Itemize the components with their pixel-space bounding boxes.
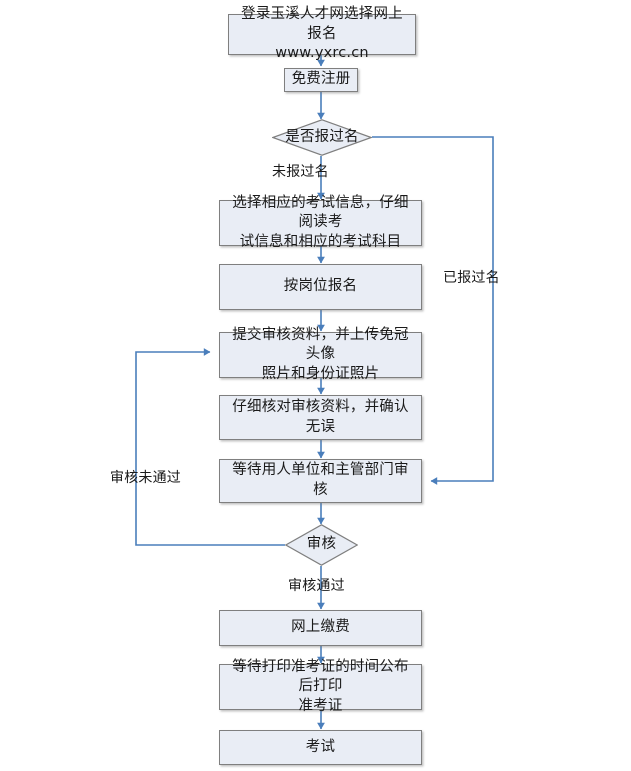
node-verify-materials-label: 仔细核对审核资料，并确认无误 (232, 398, 409, 435)
diamond-shape-review-result (285, 524, 358, 566)
node-verify-materials[interactable]: 仔细核对审核资料，并确认无误 (219, 395, 422, 440)
edge-label-not-registered: 未报过名 (272, 164, 329, 180)
node-login-portal[interactable]: 登录玉溪人才网选择网上报名 www.yxrc.cn (228, 6, 416, 61)
edge-label-review-failed: 审核未通过 (110, 470, 181, 486)
node-exam[interactable]: 考试 (219, 730, 422, 765)
node-online-payment-label: 网上缴费 (291, 619, 350, 636)
node-apply-by-position-label: 按岗位报名 (283, 278, 358, 295)
diamond-shape-registered-before (272, 119, 372, 156)
node-print-admission-ticket-label: 等待打印准考证的时间公布后打印 准考证 (232, 658, 409, 714)
node-submit-materials[interactable]: 提交审核资料，并上传免冠头像 照片和身份证照片 (219, 327, 422, 382)
node-wait-review[interactable]: 等待用人单位和主管部门审核 (219, 459, 422, 503)
node-select-exam-info[interactable]: 选择相应的考试信息，仔细阅读考 试信息和相应的考试科目 (219, 195, 422, 250)
node-print-admission-ticket[interactable]: 等待打印准考证的时间公布后打印 准考证 (219, 659, 422, 714)
node-free-register-label: 免费注册 (291, 71, 351, 88)
decision-review-result-label: 审核 (306, 536, 337, 553)
decision-review-result[interactable]: 审核 (285, 524, 358, 566)
node-online-payment[interactable]: 网上缴费 (219, 610, 422, 646)
node-wait-review-label: 等待用人单位和主管部门审核 (232, 462, 409, 498)
node-free-register[interactable]: 免费注册 (284, 68, 358, 92)
node-login-portal-label: 登录玉溪人才网选择网上报名 www.yxrc.cn (241, 6, 403, 62)
decision-registered-before[interactable]: 是否报过名 (272, 119, 372, 156)
node-apply-by-position[interactable]: 按岗位报名 (219, 264, 422, 310)
node-submit-materials-label: 提交审核资料，并上传免冠头像 照片和身份证照片 (232, 326, 409, 382)
node-exam-label: 考试 (305, 738, 336, 755)
edge-label-already-registered: 已报过名 (443, 270, 500, 286)
decision-registered-before-label: 是否报过名 (285, 128, 359, 145)
edge-label-review-passed: 审核通过 (288, 578, 345, 594)
node-select-exam-info-label: 选择相应的考试信息，仔细阅读考 试信息和相应的考试科目 (232, 194, 409, 250)
